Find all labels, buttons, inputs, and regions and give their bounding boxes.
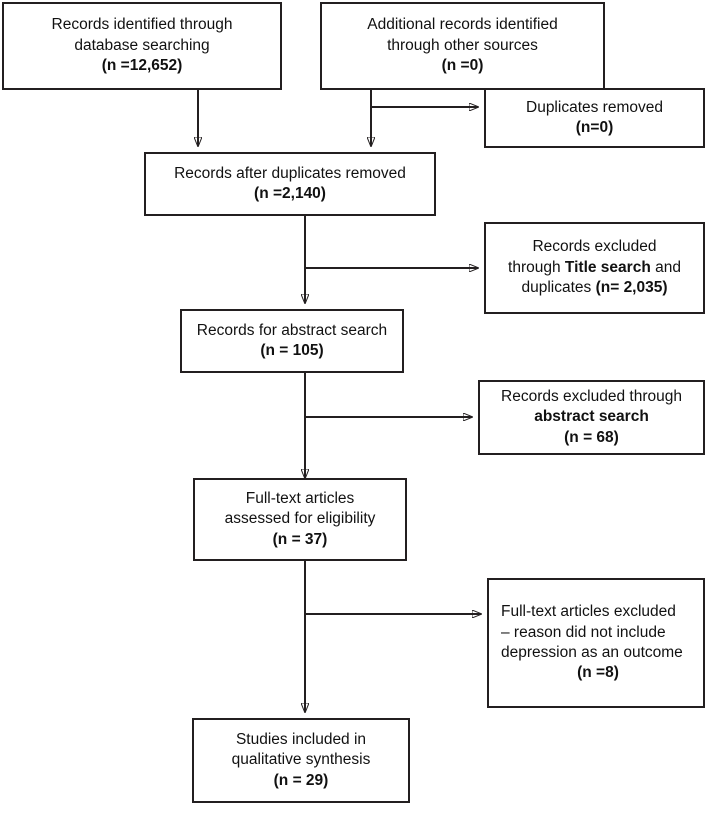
fulltext-excluded-line2: – reason did not include	[501, 623, 666, 641]
excluded-abstract-line1: Records excluded through	[501, 387, 682, 405]
fulltext-assessed-count: (n = 37)	[272, 530, 328, 548]
studies-included-count: (n = 29)	[273, 771, 329, 789]
fulltext-excluded-line1: Full-text articles excluded	[501, 603, 676, 621]
excluded-title-count: (n= 2,035)	[595, 279, 668, 297]
studies-included-line1: Studies included in	[235, 730, 367, 748]
additional-records-line1: Additional records identified	[367, 16, 558, 34]
excluded-title-line1: Records excluded	[532, 238, 657, 256]
excluded-title-line2-post: and	[650, 258, 681, 276]
node-records-abstract-search: Records for abstract search (n = 105)	[180, 309, 404, 373]
duplicates-removed-count: (n=0)	[575, 119, 614, 136]
records-identified-count: (n =12,652)	[101, 57, 183, 75]
records-abstract-count: (n = 105)	[260, 342, 324, 359]
node-records-after-duplicates: Records after duplicates removed (n =2,1…	[144, 152, 436, 216]
excluded-title-line2-pre: through	[508, 258, 565, 276]
node-duplicates-removed: Duplicates removed (n=0)	[484, 88, 705, 148]
additional-records-count: (n =0)	[441, 57, 484, 75]
excluded-title-line2-bold: Title search	[564, 258, 651, 276]
node-fulltext-excluded: Full-text articles excluded – reason did…	[487, 578, 705, 708]
fulltext-assessed-line2: assessed for eligibility	[224, 510, 376, 528]
fulltext-excluded-line3: depression as an outcome	[501, 644, 683, 661]
excluded-abstract-line2: abstract search	[534, 408, 649, 426]
node-excluded-abstract: Records excluded through abstract search…	[478, 380, 705, 455]
fulltext-excluded-count: (n =8)	[577, 664, 619, 682]
records-after-duplicates-line1: Records after duplicates removed	[174, 164, 406, 182]
records-abstract-line1: Records for abstract search	[196, 321, 388, 339]
node-studies-included: Studies included in qualitative synthesi…	[192, 718, 410, 803]
node-excluded-title: Records excluded through Title search an…	[484, 222, 705, 314]
additional-records-line2: through other sources	[387, 36, 538, 54]
records-identified-line1: Records identified through	[51, 16, 233, 34]
studies-included-line2: qualitative synthesis	[231, 751, 371, 769]
excluded-title-line3-pre: duplicates	[521, 279, 596, 297]
node-records-identified: Records identified through database sear…	[2, 2, 282, 90]
fulltext-assessed-line1: Full-text articles	[245, 489, 355, 507]
excluded-title-line3: duplicates (n= 2,035)	[494, 278, 695, 298]
records-after-duplicates-count: (n =2,140)	[254, 185, 326, 202]
node-additional-records: Additional records identified through ot…	[320, 2, 605, 90]
excluded-abstract-count: (n = 68)	[564, 428, 619, 446]
records-identified-line2: database searching	[74, 36, 210, 54]
duplicates-removed-line1: Duplicates removed	[526, 98, 663, 116]
node-fulltext-assessed: Full-text articles assessed for eligibil…	[193, 478, 407, 561]
excluded-title-line2: through Title search and	[494, 258, 695, 278]
